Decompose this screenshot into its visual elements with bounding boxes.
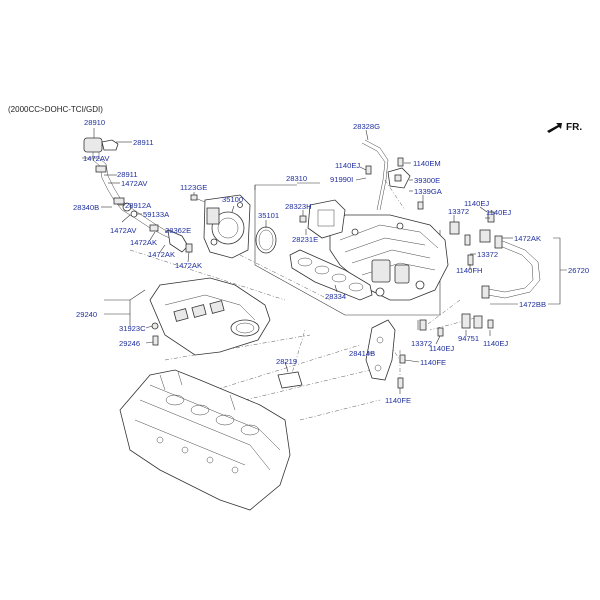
part-label: 28328G xyxy=(353,122,380,131)
hose-clamp xyxy=(494,235,503,249)
part-label: 13372 xyxy=(448,207,469,216)
part-label: 29246 xyxy=(119,339,140,348)
engine-block xyxy=(119,369,291,511)
sensor xyxy=(461,313,471,329)
part-label: 13372 xyxy=(477,250,498,259)
part-label: 1472AV xyxy=(110,226,137,235)
part-label: 28334 xyxy=(325,292,346,301)
grommet xyxy=(151,322,159,330)
engine-variant-title: (2000CC>DOHC-TCI/GDI) xyxy=(8,105,103,114)
part-label: 1472BB xyxy=(519,300,546,309)
intake-group-bracket xyxy=(254,184,441,316)
part-label: 1140EJ xyxy=(486,208,511,217)
bolt xyxy=(417,201,424,210)
front-arrow-icon xyxy=(547,123,562,133)
pcv-connector xyxy=(101,139,119,151)
part-label: 1140FE xyxy=(385,396,411,405)
part-label: 28911 xyxy=(133,138,154,147)
part-label: 1140EJ xyxy=(483,339,508,348)
bolt xyxy=(487,319,494,329)
bolt xyxy=(397,157,404,167)
pcv-hose-assembly xyxy=(83,137,193,253)
hose-clamp xyxy=(481,285,490,299)
bracket xyxy=(479,229,491,243)
coolant-hose xyxy=(481,235,541,299)
part-label: 1472AK xyxy=(148,250,175,259)
bolt xyxy=(190,194,198,201)
bolt xyxy=(487,211,495,223)
part-label: 29240 xyxy=(76,310,97,319)
part-label: 1140EJ xyxy=(464,199,489,208)
part-label: 28310 xyxy=(286,174,307,183)
part-label: 28323H xyxy=(285,202,312,211)
vacuum-tube xyxy=(361,139,389,211)
part-label: 1140EJ xyxy=(335,161,360,170)
part-label: 1123GE xyxy=(180,183,207,192)
vacuum-fitting xyxy=(167,229,189,253)
bolt xyxy=(399,354,406,364)
part-label: 31923C xyxy=(119,324,146,333)
part-labels: 28910 28911 1472AV 28911 1472AV 28340B 2… xyxy=(73,118,589,405)
bracket xyxy=(449,221,460,235)
sensor xyxy=(473,315,483,329)
part-label: 28231E xyxy=(292,235,318,244)
part-label: 26720 xyxy=(568,266,589,275)
part-label: 94751 xyxy=(458,334,479,343)
part-label: 1472AK xyxy=(130,238,157,247)
part-label: 1140FE xyxy=(420,358,446,367)
engine-cover xyxy=(149,277,271,356)
bolt xyxy=(397,377,404,389)
sensor xyxy=(299,215,307,223)
intake-adaptor xyxy=(299,199,346,239)
throttle-gasket xyxy=(255,226,277,254)
front-direction-indicator: FR. xyxy=(547,122,582,133)
part-label: 28911 xyxy=(117,170,138,179)
part-label: 1140FH xyxy=(456,266,482,275)
part-label: 1472AK xyxy=(514,234,541,243)
part-label: 1472AK xyxy=(175,261,202,270)
part-label: 28414B xyxy=(349,349,375,358)
hose-clamp xyxy=(185,243,193,253)
part-label: 28362E xyxy=(165,226,191,235)
part-label: 91990I xyxy=(330,175,353,184)
part-label: 28910 xyxy=(84,118,105,127)
heat-shield xyxy=(277,371,303,389)
bolt xyxy=(464,234,471,246)
part-label: 35101 xyxy=(258,211,279,220)
part-label: 28340B xyxy=(73,203,99,212)
front-direction-label: FR. xyxy=(566,122,582,133)
part-label: 1472AV xyxy=(83,154,110,163)
hose-clamp xyxy=(113,197,125,205)
part-label: 59133A xyxy=(143,210,170,219)
hose-clamp xyxy=(95,165,107,173)
bolt xyxy=(419,319,427,331)
bracket-parts-right xyxy=(449,211,495,266)
part-label: 28912A xyxy=(125,201,152,210)
bolt xyxy=(365,165,372,175)
part-label: 35100 xyxy=(222,195,243,204)
part-label: 28219 xyxy=(276,357,297,366)
part-label: 1339GA xyxy=(414,187,443,196)
part-label: 1140EJ xyxy=(429,344,454,353)
throttle-body xyxy=(190,194,251,259)
part-label: 13372 xyxy=(411,339,432,348)
manifold-gasket xyxy=(289,249,373,301)
sensor-94751 xyxy=(419,313,494,337)
bolt xyxy=(437,327,444,337)
part-label: 1472AV xyxy=(121,179,148,188)
pcv-valve xyxy=(83,137,103,153)
part-label: 1140EM xyxy=(413,159,441,168)
bolt xyxy=(467,254,474,266)
part-label: 39300E xyxy=(414,176,440,185)
bolt xyxy=(152,335,159,346)
leader-lines xyxy=(82,128,567,394)
manifold-support-bracket xyxy=(365,319,406,389)
hose-clamp xyxy=(149,224,159,232)
